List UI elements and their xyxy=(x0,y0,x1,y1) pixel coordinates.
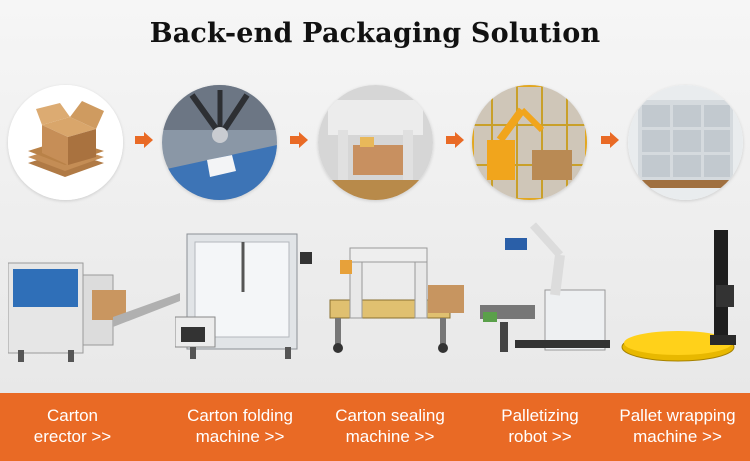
arrow-right-icon xyxy=(601,132,619,148)
step-carton-sealing[interactable]: Carton sealing machine >> xyxy=(315,405,465,447)
carton-erector-machine xyxy=(8,262,180,362)
pallet-wrapped-photo xyxy=(628,85,743,200)
steps-bar xyxy=(0,393,750,461)
step-label-line1: Pallet wrapping xyxy=(619,406,736,425)
step-carton-erector[interactable]: Carton erector >> xyxy=(0,405,145,447)
folding-robot-photo xyxy=(162,85,277,200)
step-label-line1: Carton xyxy=(46,406,99,425)
palletizing-robot-machine xyxy=(480,222,610,352)
pallet-wrapping-machine xyxy=(621,230,736,362)
step-palletizing-robot[interactable]: Palletizing robot >> xyxy=(475,405,605,447)
step-label-line2: erector >> xyxy=(33,427,112,446)
page-title: Back-end Packaging Solution xyxy=(149,18,601,49)
arrow-right-icon xyxy=(446,132,464,148)
step-label-line2: machine >> xyxy=(345,427,435,446)
step-label-line1: Palletizing xyxy=(501,406,579,425)
step-label-line2: machine >> xyxy=(633,427,722,446)
step-label-line1: Carton folding xyxy=(187,406,293,425)
arrow-right-icon xyxy=(290,132,308,148)
carton-photo xyxy=(8,85,123,200)
carton-folding-machine xyxy=(175,233,312,359)
step-label-line2: machine >> xyxy=(195,427,285,446)
palletizing-robot-photo xyxy=(472,85,587,200)
step-carton-folding[interactable]: Carton folding machine >> xyxy=(165,405,315,447)
arrow-right-icon xyxy=(135,132,153,148)
carton-sealing-machine xyxy=(329,247,464,353)
step-label-line2: robot >> xyxy=(508,427,572,446)
step-label-line1: Carton sealing xyxy=(335,406,445,425)
step-pallet-wrapping[interactable]: Pallet wrapping machine >> xyxy=(605,405,750,447)
sealing-machine-photo xyxy=(318,85,433,200)
